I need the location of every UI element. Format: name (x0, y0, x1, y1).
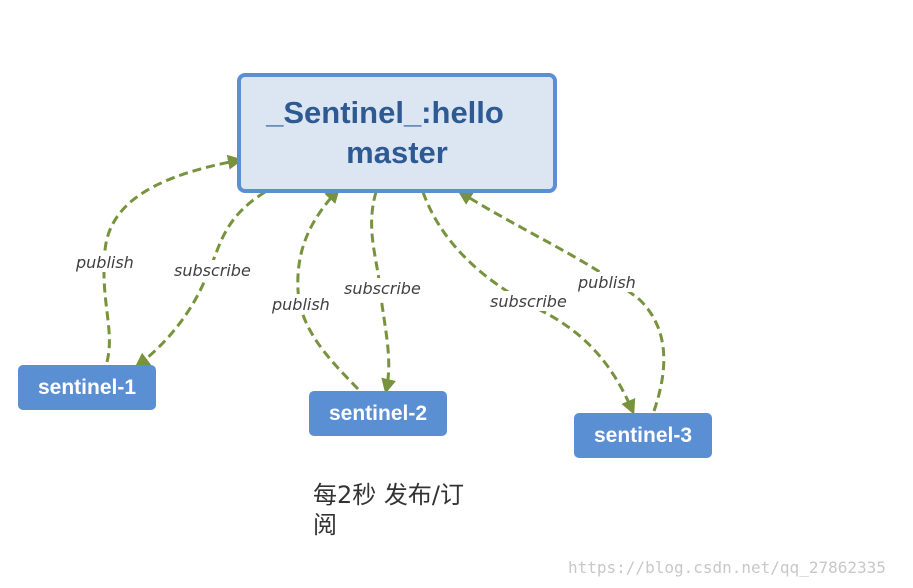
edge-label-s1-publish: publish (75, 253, 134, 272)
master-subtitle: master (346, 135, 448, 170)
edge-label-bg (75, 252, 139, 272)
watermark: https://blog.csdn.net/qq_27862335 (568, 558, 886, 577)
edge-s1-subscribe (134, 190, 266, 368)
master-node: _Sentinel_:hello master (237, 73, 557, 193)
edge-s1-publish (102, 154, 243, 363)
edge-label-bg (172, 260, 254, 280)
sentinel-2-node: sentinel-2 (309, 391, 447, 436)
edge-s3-publish (457, 190, 666, 412)
edge-label-s2-publish: publish (271, 295, 330, 314)
master-title: _Sentinel_:hello (266, 95, 504, 130)
edge-s2-publish (296, 187, 360, 391)
sentinel-1-node: sentinel-1 (18, 365, 156, 410)
edge-label-s1-subscribe: subscribe (174, 261, 251, 280)
edge-label-bg (270, 294, 334, 314)
sentinel-3-node: sentinel-3 (574, 413, 712, 458)
edge-label-bg (488, 291, 570, 311)
edge-label-s3-subscribe: subscribe (490, 292, 567, 311)
edge-label-bg (576, 272, 640, 292)
edge-label-s3-publish: publish (577, 273, 636, 292)
edge-label-s2-subscribe: subscribe (344, 279, 421, 298)
note-text: 每2秒 发布/订阅 (313, 481, 464, 539)
edge-label-bg (342, 278, 424, 298)
